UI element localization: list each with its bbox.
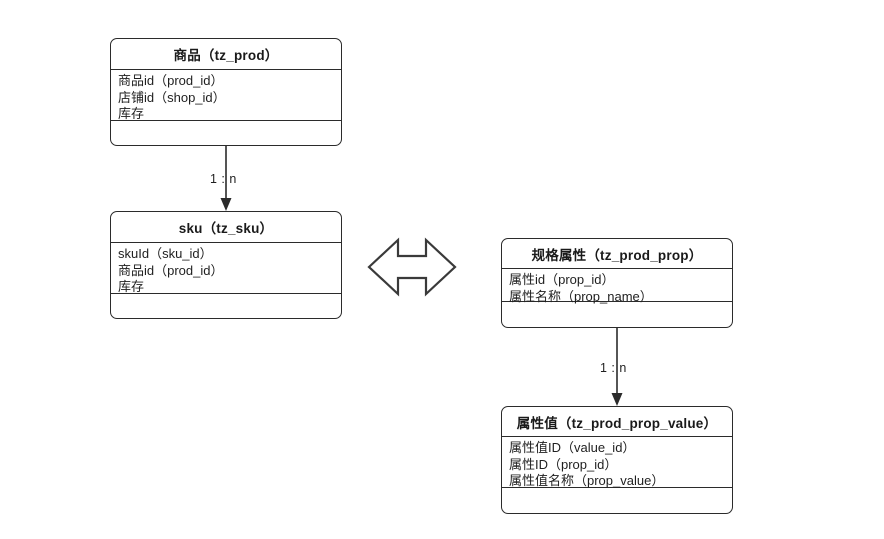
entity-attributes-tz-sku: skuId（sku_id） 商品id（prod_id） 库存 [111,243,341,294]
entity-footer-tz-prod-prop [502,302,732,327]
attribute-row: skuId（sku_id） [118,246,213,261]
attribute-row: 属性ID（prop_id） [509,456,618,472]
attribute-row: 属性id（prop_id） [509,272,615,287]
attribute-row: 库存 [118,279,145,294]
attribute-row: 商品id（prod_id） [118,73,224,88]
attribute-row: 属性值ID（value_id） [509,440,636,455]
entity-title-tz-sku: sku（tz_sku） [111,212,341,243]
connector-label-prod-to-sku: 1 : n [210,172,237,186]
attribute-row: 商品id（prod_id） [118,262,224,278]
entity-box-tz-sku[interactable]: sku（tz_sku） skuId（sku_id） 商品id（prod_id） … [110,211,342,319]
entity-box-tz-prod-prop[interactable]: 规格属性（tz_prod_prop） 属性id（prop_id） 属性名称（pr… [501,238,733,328]
attribute-row: 店铺id（shop_id） [118,89,226,105]
attribute-row: 属性名称（prop_name） [509,288,653,304]
entity-box-tz-prod[interactable]: 商品（tz_prod） 商品id（prod_id） 店铺id（shop_id） … [110,38,342,146]
entity-attributes-tz-prod-prop-value: 属性值ID（value_id） 属性ID（prop_id） 属性值名称（prop… [502,437,732,488]
connector-label-prop-to-propvalue: 1 : n [600,361,627,375]
entity-attributes-tz-prod-prop: 属性id（prop_id） 属性名称（prop_name） [502,269,732,304]
entity-title-tz-prod: 商品（tz_prod） [111,39,341,70]
entity-title-tz-prod-prop: 规格属性（tz_prod_prop） [502,239,732,269]
entity-footer-tz-prod [111,121,341,145]
attribute-row: 库存 [118,106,145,121]
entity-footer-tz-prod-prop-value [502,488,732,513]
entity-footer-tz-sku [111,294,341,318]
entity-box-tz-prod-prop-value[interactable]: 属性值（tz_prod_prop_value） 属性值ID（value_id） … [501,406,733,514]
entity-title-tz-prod-prop-value: 属性值（tz_prod_prop_value） [502,407,732,437]
attribute-row: 属性值名称（prop_value） [509,473,665,488]
entity-attributes-tz-prod: 商品id（prod_id） 店铺id（shop_id） 库存 [111,70,341,121]
left-right-arrow-icon [367,237,457,297]
